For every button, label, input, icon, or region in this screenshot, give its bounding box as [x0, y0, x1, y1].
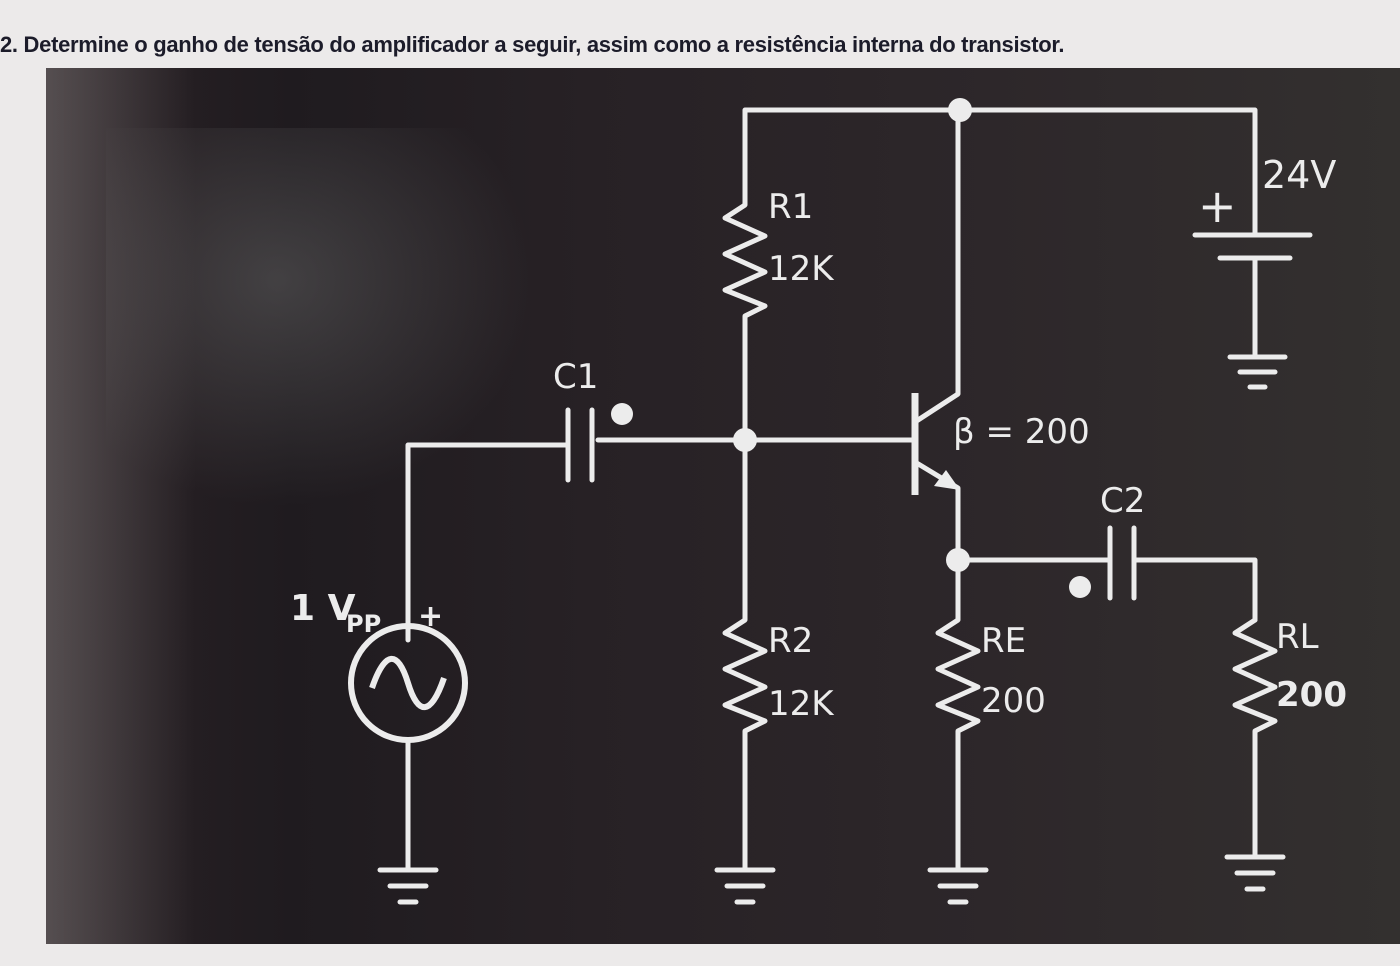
r2-label: R2 — [768, 621, 813, 661]
battery-plus-sign: + — [1198, 179, 1237, 233]
supply-voltage-label: 24V — [1262, 153, 1336, 197]
r2-value: 12K — [768, 684, 835, 724]
source-input-wire — [405, 442, 571, 643]
source-amplitude-label: 1 V — [290, 588, 356, 629]
c2-label: C2 — [1100, 481, 1145, 521]
r1-resistor — [722, 182, 768, 443]
source-plus-sign: + — [418, 599, 443, 634]
r2-resistor — [722, 437, 768, 871]
sine-wave-icon — [369, 655, 447, 711]
question-text: 2. Determine o ganho de tensão do amplif… — [0, 32, 1065, 57]
beta-label: β = 200 — [953, 412, 1090, 452]
rl-value: 200 — [1276, 675, 1347, 715]
c2-to-rl-wire — [1131, 557, 1258, 623]
r1-label: R1 — [768, 187, 813, 227]
ground-r2 — [714, 867, 776, 905]
transistor-emitter — [912, 459, 961, 563]
c1-polarity-dot — [611, 403, 633, 425]
emitter-arrow-icon — [934, 470, 960, 490]
ground-re — [927, 867, 989, 905]
c2-polarity-dot — [1069, 576, 1091, 598]
ground-source — [377, 867, 439, 905]
re-label: RE — [981, 621, 1026, 661]
rl-label: RL — [1276, 617, 1319, 657]
schematic-panel — [46, 68, 1400, 944]
ground-rl — [1224, 854, 1286, 892]
source-subscript-label: PP — [346, 610, 381, 638]
re-resistor — [935, 557, 981, 871]
c1-label: C1 — [553, 357, 598, 397]
re-value: 200 — [981, 681, 1046, 721]
rl-resistor — [1232, 617, 1278, 858]
top-rail-wire — [742, 107, 1258, 238]
ground-battery — [1227, 354, 1288, 390]
r1-value: 12K — [768, 249, 835, 289]
transistor-collector — [912, 107, 961, 425]
